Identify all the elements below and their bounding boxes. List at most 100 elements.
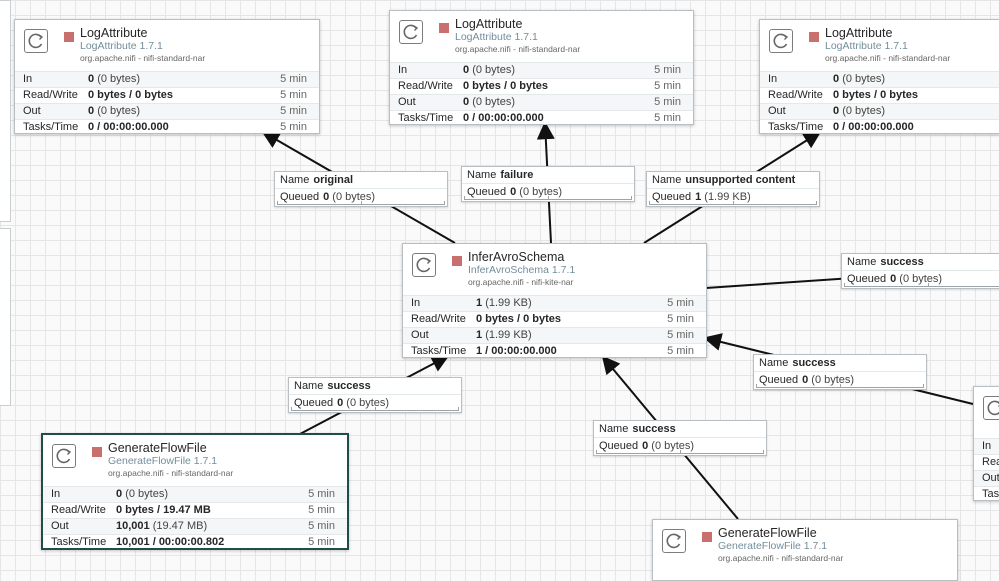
connection-queued-size: (0 bytes) [811, 374, 855, 386]
stat-time: 5 min [280, 105, 307, 117]
stat-row-out: Out 10,001 (19.47 MB) 5 min [43, 518, 347, 534]
processor-header [974, 387, 999, 438]
processor-logattribute-left[interactable]: LogAttribute LogAttribute 1.7.1 org.apac… [14, 19, 320, 134]
stat-value: 0 (0 bytes) [88, 105, 140, 117]
stat-time: 5 min [654, 80, 681, 92]
connection-queued-size: (0 bytes) [899, 273, 943, 285]
stat-value: 0 / 00:00:00.000 [463, 112, 544, 124]
stat-label: Out [51, 520, 69, 532]
connection-name-key: Name [294, 380, 324, 392]
stat-time: 5 min [280, 121, 307, 133]
connection-queued-size: (0 bytes) [346, 397, 390, 409]
stat-row-readwrite: Read/Write 0 bytes / 0 bytes 5 min [403, 311, 706, 327]
processor-bundle: org.apache.nifi - nifi-standard-nar [825, 53, 951, 63]
stat-time: 5 min [280, 73, 307, 85]
queue-fill-bar [596, 450, 764, 454]
stat-time: 5 min [308, 536, 335, 548]
stat-label: In [51, 488, 61, 500]
processor-stats: In 0 (0 bytes) 5 min Read/Write 0 bytes … [43, 486, 347, 548]
connection-queued-size: (1.99 KB) [704, 191, 751, 203]
stat-value: 0 (0 bytes) [116, 488, 168, 500]
stat-time: 5 min [654, 112, 681, 124]
stat-time: 5 min [308, 520, 335, 532]
connection-name: original [313, 174, 354, 186]
connection-name-key: Name [280, 174, 310, 186]
processor-type: GenerateFlowFile 1.7.1 [718, 540, 828, 552]
stat-row-out: Out 0 (0 bytes) 5 min [390, 94, 693, 110]
queue-fill-bar [756, 384, 924, 388]
processor-header: GenerateFlowFile GenerateFlowFile 1.7.1 … [43, 435, 347, 486]
processor-bundle: org.apache.nifi - nifi-standard-nar [718, 553, 844, 563]
connection-queued-size: (0 bytes) [651, 440, 695, 452]
stat-time: 5 min [667, 329, 694, 341]
connection-queued-key: Queued [467, 186, 507, 198]
stat-label: Read/Write [411, 313, 466, 325]
stat-row-tasks: Tasks/Time 0 / 00:00:00.000 [760, 119, 999, 133]
stat-row-readwrite: Read/Write 0 bytes / 0 bytes 5 min [390, 78, 693, 94]
processor-logattribute-center[interactable]: LogAttribute LogAttribute 1.7.1 org.apac… [389, 10, 694, 125]
stat-row-in: In [974, 438, 999, 454]
processor-generateflowfile-left[interactable]: GenerateFlowFile GenerateFlowFile 1.7.1 … [41, 433, 349, 550]
connection-name: success [792, 357, 836, 369]
stat-label: Out [982, 472, 999, 484]
stat-value: 1 / 00:00:00.000 [476, 345, 557, 357]
processor-offscreen-right[interactable]: In Rea Out Tas [973, 386, 999, 501]
connection-name-key: Name [759, 357, 789, 369]
stopped-status-icon [92, 447, 102, 457]
stat-value: 0 bytes / 0 bytes [833, 89, 918, 101]
stat-label: In [411, 297, 421, 309]
stat-row-out: Out [974, 470, 999, 486]
offscreen-component-left-top[interactable] [0, 0, 11, 222]
processor-inferavroschema[interactable]: InferAvroSchema InferAvroSchema 1.7.1 or… [402, 243, 707, 358]
stat-value: 0 (0 bytes) [833, 105, 885, 117]
connection-queued-size: (0 bytes) [332, 191, 376, 203]
connection-queued-key: Queued [652, 191, 692, 203]
stat-time: 5 min [667, 297, 694, 309]
stat-label: Tasks/Time [768, 121, 824, 133]
processor-icon [24, 29, 48, 53]
processor-logattribute-right[interactable]: LogAttribute LogAttribute 1.7.1 org.apac… [759, 19, 999, 134]
processor-header: InferAvroSchema InferAvroSchema 1.7.1 or… [403, 244, 706, 295]
offscreen-component-left-bottom[interactable] [0, 228, 11, 406]
queue-fill-bar [844, 283, 999, 287]
stat-time: 5 min [308, 488, 335, 500]
stat-value: 10,001 / 00:00:00.802 [116, 536, 225, 548]
stat-value: 1 (1.99 KB) [476, 329, 532, 341]
connection-name-key: Name [847, 256, 877, 268]
stopped-status-icon [809, 32, 819, 42]
processor-type: GenerateFlowFile 1.7.1 [108, 455, 218, 467]
processor-stats: In 0 (0 bytes) 5 min Read/Write 0 bytes … [15, 71, 319, 133]
stat-label: Rea [982, 456, 999, 468]
processor-generateflowfile-bottom[interactable]: GenerateFlowFile GenerateFlowFile 1.7.1 … [652, 519, 958, 581]
connection-queued-count: 0 [337, 397, 344, 409]
stat-value: 10,001 (19.47 MB) [116, 520, 208, 532]
stat-row-in: In 0 (0 bytes) [760, 71, 999, 87]
stat-row-out: Out 0 (0 bytes) [760, 103, 999, 119]
connection-name-key: Name [652, 174, 682, 186]
stat-row-readwrite: Rea [974, 454, 999, 470]
connection-queued-count: 1 [695, 191, 702, 203]
connection-name: success [880, 256, 924, 268]
stat-row-tasks: Tasks/Time 0 / 00:00:00.000 5 min [390, 110, 693, 124]
stat-value: 0 / 00:00:00.000 [88, 121, 169, 133]
stat-label: In [398, 64, 408, 76]
processor-type: LogAttribute 1.7.1 [455, 31, 538, 43]
processor-type: InferAvroSchema 1.7.1 [468, 264, 576, 276]
connection-queued-count: 0 [802, 374, 809, 386]
connection-queued-count: 0 [510, 186, 517, 198]
stat-label: Tasks/Time [411, 345, 467, 357]
stat-time: 5 min [667, 313, 694, 325]
connection-queued-key: Queued [759, 374, 799, 386]
